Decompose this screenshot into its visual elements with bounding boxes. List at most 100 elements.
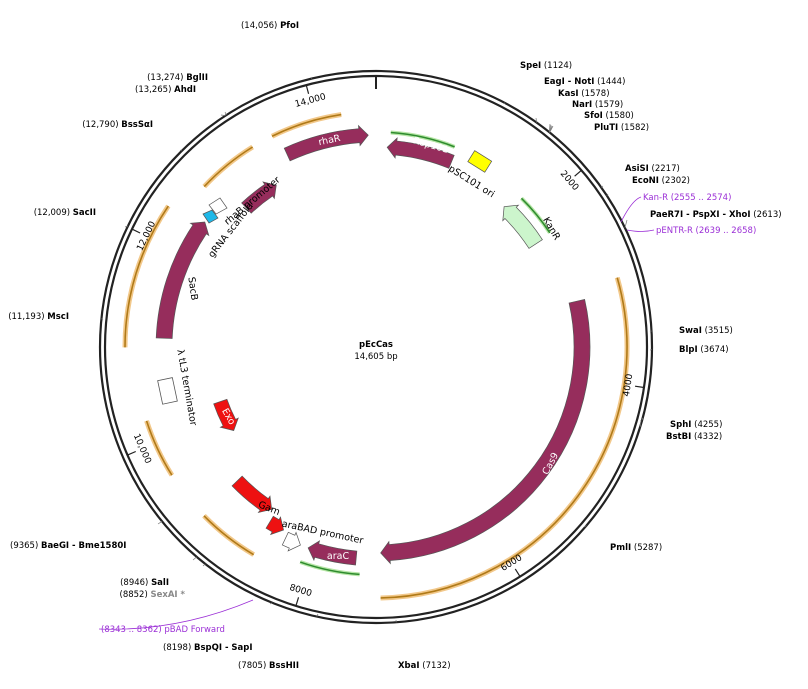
site-label-16[interactable]: SwaI (3515) — [679, 326, 733, 336]
site-label-14[interactable]: SphI (4255) — [670, 420, 722, 430]
site-line-7 — [192, 556, 197, 561]
primers: Kan-R (2555 .. 2574) pENTR-R (2639 .. 265… — [98, 193, 756, 635]
site-label-4[interactable]: (12,009) SacII — [34, 208, 96, 218]
tick-label-14000: 14,000 — [294, 92, 327, 110]
site-label-22[interactable]: NarI (1579) — [572, 100, 623, 110]
psc101-ori-box[interactable] — [467, 150, 493, 173]
site-label-10[interactable]: (7805) BssHII — [238, 661, 299, 671]
site-label-23[interactable]: KasI (1578) — [558, 89, 610, 99]
tick-12000 — [131, 228, 141, 234]
site-label-25[interactable]: SpeI (1124) — [520, 61, 572, 71]
backbone-outer — [98, 69, 654, 625]
tick-2000 — [574, 169, 582, 177]
rhas-orf-glow — [202, 144, 254, 189]
site-label-15[interactable]: BlpI (3674) — [679, 345, 729, 355]
rhas-arrow[interactable] — [241, 181, 277, 214]
label-rhab: rhaB promoter — [222, 175, 282, 228]
site-label-19[interactable]: AsiSI (2217) — [625, 164, 680, 174]
site-line-0 — [311, 76, 313, 79]
primer-line-1 — [626, 229, 655, 232]
site-line-4 — [124, 225, 129, 228]
site-line-1 — [224, 111, 227, 116]
site-label-12[interactable]: PmlI (5287) — [610, 543, 662, 553]
tick-6000 — [514, 568, 521, 577]
tick-label-10000: 10,000 — [131, 432, 153, 465]
exo-arrow[interactable] — [213, 398, 239, 431]
green-arcs — [299, 130, 552, 577]
label-rhar: rhaR — [317, 133, 341, 148]
site-label-5[interactable]: (11,193) MscI — [8, 312, 69, 322]
label-psc101-ori: pSC101 ori — [446, 163, 496, 200]
rhab-promoter-shape[interactable] — [208, 197, 228, 215]
primer-line-2 — [98, 599, 254, 630]
rhas-orf — [203, 146, 254, 188]
tick-8000 — [295, 597, 300, 607]
cas9-orf — [380, 277, 628, 599]
exo-orf-glow — [144, 420, 175, 477]
site-label-2[interactable]: (13,265) AhdI — [135, 85, 196, 95]
plasmid-name: pEcCas — [359, 340, 393, 350]
primer-label-0[interactable]: Kan-R (2555 .. 2574) — [643, 193, 731, 203]
cas9-arrow[interactable] — [380, 298, 591, 565]
rhar-arrow[interactable] — [283, 124, 369, 162]
sacb-arrow[interactable] — [155, 221, 210, 339]
tick-10000 — [127, 450, 136, 456]
rep101-green — [390, 131, 455, 148]
kanr-arrow[interactable] — [502, 204, 543, 249]
site-label-7[interactable]: (8946) SalI — [120, 578, 169, 588]
rep101-arrow[interactable] — [386, 137, 455, 169]
label-rhas: rhaS — [243, 160, 267, 182]
site-label-21[interactable]: SfoI (1580) — [584, 111, 634, 121]
primer-line-0 — [620, 196, 642, 223]
beta-orf-glow — [202, 514, 255, 557]
site-label-20[interactable]: PluTI (1582) — [594, 123, 649, 133]
site-line-18 — [606, 193, 609, 196]
site-line-24 — [535, 117, 537, 123]
orf-arcs — [122, 112, 630, 601]
label-gam: Gam — [256, 499, 281, 518]
site-line-16 — [649, 330, 652, 333]
tick-label-8000: 8000 — [288, 583, 313, 599]
beta-orf — [203, 515, 255, 556]
grna-scaffold-shape[interactable] — [202, 209, 219, 224]
arabad-promoter-arrow[interactable] — [281, 531, 301, 552]
site-line-14 — [641, 417, 644, 421]
site-label-6[interactable]: (9365) BaeGI - Bme1580I — [10, 541, 126, 551]
label-beta: Beta — [209, 481, 233, 504]
primer-label-2[interactable]: (8343 .. 8362) pBAD Forward — [101, 625, 225, 635]
tl3-terminator-box[interactable] — [157, 377, 178, 405]
site-label-1[interactable]: (13,274) BglII — [147, 73, 208, 83]
site-line-19 — [600, 185, 604, 188]
site-line-9 — [269, 602, 273, 605]
kanr-green — [520, 197, 551, 234]
site-line-5 — [101, 318, 104, 321]
site-label-0[interactable]: (14,056) PfoI — [241, 21, 299, 31]
site-line-10 — [316, 613, 319, 617]
site-line-6 — [157, 521, 163, 525]
site-line-13 — [639, 419, 642, 427]
site-line-12 — [583, 525, 587, 528]
site-label-3[interactable]: (12,790) BssSαI — [82, 120, 153, 130]
site-label-8[interactable]: (8852) SexAI * — [120, 590, 186, 600]
site-label-18[interactable]: EcoNI (2302) — [632, 176, 690, 186]
beta-arrow[interactable] — [231, 475, 273, 514]
label-arac: araC — [327, 551, 350, 562]
exo-orf — [145, 420, 173, 476]
site-line-23 — [548, 123, 551, 133]
site-line-25 — [504, 102, 506, 105]
site-label-9[interactable]: (8198) BspQI - SapI — [163, 643, 253, 653]
tick-4000 — [634, 385, 645, 389]
arac-arrow[interactable] — [307, 540, 358, 566]
site-label-17[interactable]: PaeR7I - PspXI - XhoI (2613) — [650, 210, 782, 220]
gam-arrow[interactable] — [265, 515, 284, 536]
label-kanr: KanR — [540, 215, 562, 242]
arac-green — [299, 561, 360, 576]
site-label-13[interactable]: BstBI (4332) — [666, 432, 722, 442]
site-line-2 — [220, 114, 226, 116]
site-label-24[interactable]: EagI - NotI (1444) — [544, 77, 625, 87]
sacb-orf — [124, 205, 169, 348]
site-label-11[interactable]: XbaI (7132) — [398, 661, 451, 671]
tick-label-4000: 4000 — [622, 373, 635, 397]
primer-label-1[interactable]: pENTR-R (2639 .. 2658) — [656, 226, 756, 236]
